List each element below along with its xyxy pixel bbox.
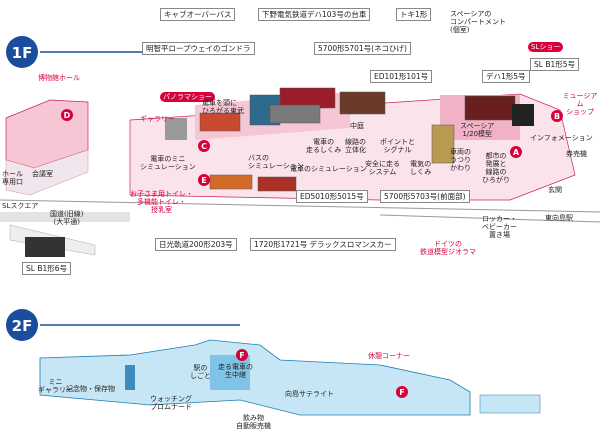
- museum-shop-callout: ミュージアム ショップ: [562, 92, 598, 116]
- pin-a: A: [513, 148, 520, 157]
- mini-gallery-label: ミニ ギャラリー: [38, 378, 73, 394]
- c5700-5701-box: 5700形5701号(ネコひげ): [314, 42, 411, 55]
- deha5-box: デハ1形5号: [482, 70, 530, 83]
- spacia-model-label: スペーシア 1/20模型: [460, 122, 495, 138]
- electric-train-works-label: 電気の しくみ: [410, 160, 432, 176]
- locker-label: ロッカー・ ベビーカー 置き場: [482, 215, 517, 239]
- archive-label: 記念物・保存物: [66, 385, 115, 393]
- train-creation-label: 走る電車の 生中継: [218, 363, 253, 379]
- floor2-area: [39, 339, 541, 416]
- train-sim-label: 電車のシミュレーション: [290, 165, 367, 173]
- spacia-compartment-label: スペーシアの コンパートメント (個室): [450, 10, 506, 34]
- nakaniwa-label: 中庭: [350, 122, 364, 130]
- line-3d-label: 線路の 立体化: [345, 138, 366, 154]
- rest-corner-callout: 休憩コーナー: [368, 352, 410, 360]
- sl-b1-6-box: SL B1形6号: [22, 262, 72, 275]
- train-icons: [25, 87, 534, 257]
- floor-2f-badge: [6, 309, 38, 341]
- hall-only-label: ホール 専用口: [2, 170, 23, 186]
- nikko-200-box: 日光軌道200形203号: [155, 238, 237, 251]
- ticket-office-label: 券売機: [566, 150, 587, 158]
- toki1-box: トキ1形: [396, 8, 432, 21]
- ed5010-box: ED5010形5015号: [296, 190, 368, 203]
- pin-e: E: [201, 176, 206, 185]
- floor-1f-label: 1F: [12, 44, 33, 62]
- bus-sim-label: バスの シミュレーション: [248, 154, 304, 170]
- seaside-route-label: 駕車を頭に ひろがる東武: [202, 99, 244, 115]
- panorama-callout: パノラマショー: [160, 92, 215, 102]
- mukojima-satellite-label: 向島サテライト: [285, 390, 334, 398]
- car-changes-label: 車両の うつり かわり: [450, 148, 471, 172]
- german-diorama-callout: ドイツの 鉄道模型ジオラマ: [420, 240, 476, 256]
- pin-b: B: [554, 112, 560, 121]
- sl-b1-5-box: SL B1形5号: [530, 58, 580, 71]
- how-trains-run-label: 電車の 走るしくみ: [306, 138, 342, 154]
- station-work-label: 駅の しごと: [190, 364, 211, 380]
- point-signal-label: ポイントと シグナル: [380, 138, 415, 154]
- museum-hall-callout: 博物館ホール: [38, 74, 80, 82]
- c1720-box: 1720形1721号 デラックスロマンスカー: [250, 238, 396, 251]
- sl-show-callout: SLショー: [528, 42, 564, 52]
- route-road-label: 国道(旧線) (大平通): [50, 210, 84, 226]
- akechidaira-box: 明智平ロープウェイのゴンドラ: [142, 42, 255, 55]
- cabover-bus-box: キャブオーバーバス: [160, 8, 236, 21]
- floor-2f-label: 2F: [12, 317, 33, 335]
- higashi-mukojima-label: 東向島駅: [545, 214, 573, 222]
- entrance-label: 玄関: [548, 186, 562, 194]
- pins-2f: [236, 349, 408, 398]
- train-mini-sim-label: 電車のミニ シミュレーション: [140, 155, 196, 171]
- pin-f-2: F: [399, 388, 404, 397]
- pin-c: C: [201, 142, 207, 151]
- deha103-box: 下野電気鉄道デハ103号の台車: [258, 8, 371, 21]
- ed101-box: ED101形101号: [370, 70, 433, 83]
- gallery-callout: ギャラリー: [140, 115, 175, 123]
- information-label: インフォメーション: [530, 134, 593, 142]
- pin-d: D: [64, 111, 71, 120]
- safety-system-label: 安全に走る システム: [365, 160, 400, 176]
- pins-1f: [61, 109, 563, 186]
- sl-square-label: SLスクエア: [2, 202, 39, 210]
- c5700-5703-box: 5700形5703号(前面部): [380, 190, 470, 203]
- kids-toilet-callout: お子さま用トイレ・ 多機能トイレ・ 授乳室: [130, 190, 193, 214]
- meeting-room-label: 会議室: [32, 170, 53, 178]
- vending-label: 飲み物 自動販売機: [236, 414, 271, 430]
- floor-1f-badge: [6, 36, 38, 68]
- pin-f-1: F: [239, 351, 244, 360]
- watching-promenade-label: ウォッチング プロムナード: [150, 395, 192, 411]
- city-rail-growth-label: 都市の 発展と 線路の ひろがり: [482, 152, 510, 184]
